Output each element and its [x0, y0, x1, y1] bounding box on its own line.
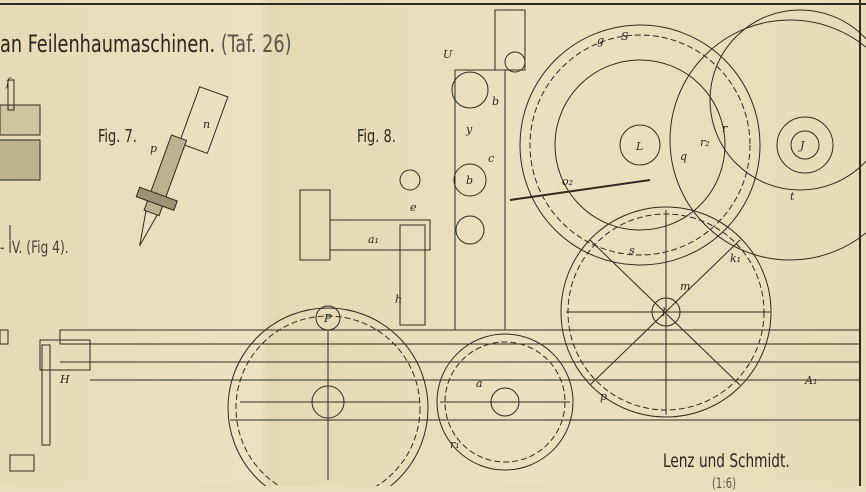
- label-L: L: [635, 140, 643, 153]
- fig8-machine: [39, 9, 866, 486]
- label-m: m: [680, 280, 690, 293]
- label-r2: r₂: [700, 136, 710, 149]
- label-c: c: [488, 152, 494, 165]
- title-plate-ref: (Taf. 26): [220, 30, 292, 58]
- label-p-fig7: p: [150, 142, 157, 155]
- title-main: an Feilenhaumaschinen.: [0, 30, 216, 58]
- fig7-tool: [135, 86, 229, 247]
- label-a1: a₁: [368, 233, 379, 246]
- label-H: H: [59, 373, 70, 386]
- label-J: J: [798, 139, 805, 152]
- label-U: U: [443, 48, 453, 61]
- label-y: y: [465, 123, 473, 136]
- label-b: b: [466, 174, 473, 187]
- label-l: l: [662, 306, 666, 319]
- label-s: s: [629, 244, 635, 257]
- label-q: q: [680, 150, 687, 163]
- label-S: S: [621, 30, 629, 43]
- fig4-reference: - IV. (Fig 4).: [0, 238, 69, 258]
- label-p: p: [600, 390, 607, 403]
- label-e: e: [410, 201, 417, 214]
- label-A1: A₁: [804, 374, 817, 387]
- label-b1: b: [492, 95, 499, 108]
- label-o2: o₂: [562, 175, 573, 188]
- label-g: g: [597, 34, 604, 47]
- makers-caption: Lenz und Schmidt.: [663, 450, 790, 472]
- label-P: P: [323, 312, 332, 325]
- fig8-caption: Fig. 8.: [357, 126, 396, 147]
- label-a: a: [476, 377, 483, 390]
- label-k1: k₁: [730, 252, 741, 265]
- plate-title: an Feilenhaumaschinen. (Taf. 26): [0, 30, 292, 58]
- label-h: h: [395, 293, 402, 306]
- label-r: r: [722, 122, 728, 135]
- fig7-caption: Fig. 7.: [98, 126, 137, 147]
- label-r1: r₁: [450, 438, 460, 451]
- fig4-partial: [0, 79, 41, 472]
- label-f: f: [5, 76, 12, 89]
- label-n-fig7: n: [203, 118, 210, 131]
- label-t: t: [790, 190, 795, 203]
